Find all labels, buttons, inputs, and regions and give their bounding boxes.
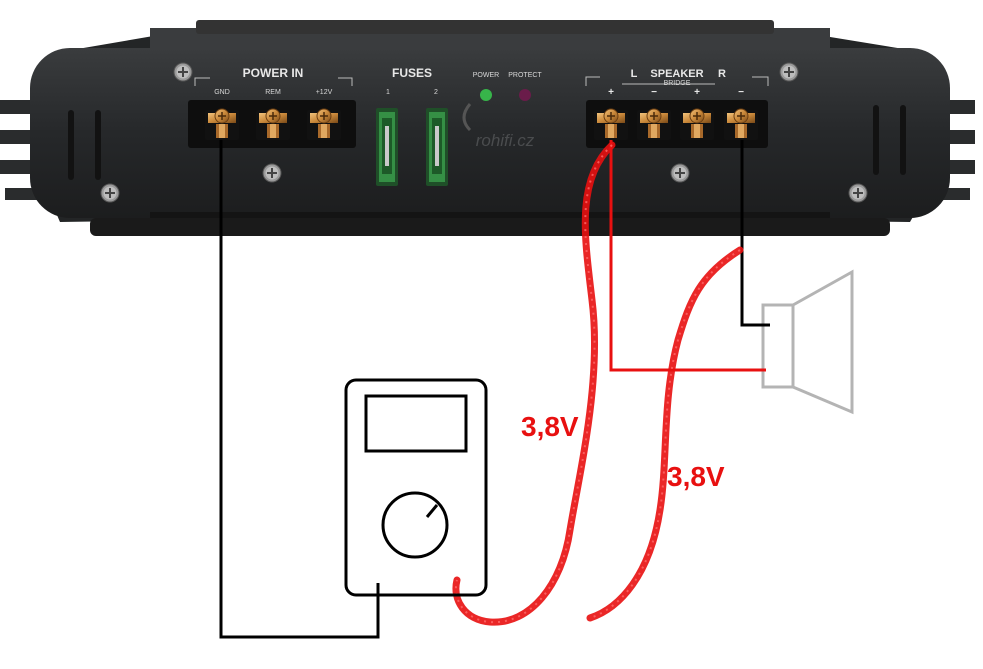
watermark: rohifi.cz: [476, 131, 535, 150]
led-icon: [480, 89, 492, 101]
speaker-panel: L SPEAKER R BRIDGE + − + −: [585, 68, 769, 148]
speaker-left-minus-terminal[interactable]: [636, 108, 672, 141]
plus12v-label: +12V: [316, 89, 333, 96]
power-in-title: POWER IN: [243, 66, 304, 80]
gnd-label: GND: [214, 89, 230, 96]
vent-slots-right: [873, 105, 906, 175]
gnd-terminal[interactable]: [204, 108, 240, 141]
screw-icon: [779, 62, 799, 82]
speaker-left-label: L: [631, 68, 638, 80]
fuse-icon[interactable]: [376, 108, 398, 186]
power-indicator-label: POWER: [473, 72, 499, 79]
speaker-title: SPEAKER: [650, 68, 703, 80]
multimeter-body: [344, 378, 488, 597]
vent-slots-left: [68, 110, 101, 180]
indicators-panel: POWER PROTECT rohifi.cz: [462, 72, 542, 150]
probe-wire-texture: [454, 144, 741, 624]
screw-icon: [262, 163, 282, 183]
multimeter-display: [364, 394, 468, 453]
multimeter-dial[interactable]: [381, 491, 449, 559]
polarity-label: +: [694, 87, 700, 98]
fuse-1-label: 1: [386, 89, 390, 96]
bridge-label: BRIDGE: [664, 80, 691, 87]
rem-terminal[interactable]: [255, 108, 291, 141]
speaker-icon: [761, 269, 854, 415]
protect-indicator-label: PROTECT: [508, 72, 542, 79]
speaker-negative-wire: [740, 140, 770, 327]
screw-icon: [670, 163, 690, 183]
screw-icon: [848, 183, 868, 203]
amplifier: POWER IN GND REM +12V FUSES 1 2 POWER PR…: [0, 20, 975, 236]
screw-icon: [173, 62, 193, 82]
polarity-label: −: [738, 87, 744, 98]
multimeter-icon: [344, 378, 488, 597]
screw-icon: [100, 183, 120, 203]
ground-wire: [219, 140, 380, 639]
fuses-panel: FUSES 1 2: [376, 66, 448, 186]
rem-label: REM: [265, 89, 281, 96]
plus12v-terminal[interactable]: [306, 108, 342, 141]
speaker-positive-wire: [609, 140, 766, 372]
measurement-label: 3,8V: [667, 461, 725, 492]
fuse-icon[interactable]: [426, 108, 448, 186]
polarity-label: −: [651, 87, 657, 98]
measurement-label: 3,8V: [521, 411, 579, 442]
led-icon: [519, 89, 531, 101]
multimeter-dial-pointer: [425, 504, 439, 518]
speaker-right-label: R: [718, 68, 726, 80]
power-in-panel: POWER IN GND REM +12V: [188, 66, 356, 148]
speaker-left-plus-terminal[interactable]: [593, 108, 629, 141]
speaker-right-minus-terminal[interactable]: [723, 108, 759, 141]
fuse-2-label: 2: [434, 89, 438, 96]
polarity-label: +: [608, 87, 614, 98]
speaker-right-plus-terminal[interactable]: [679, 108, 715, 141]
fuses-title: FUSES: [392, 66, 432, 80]
